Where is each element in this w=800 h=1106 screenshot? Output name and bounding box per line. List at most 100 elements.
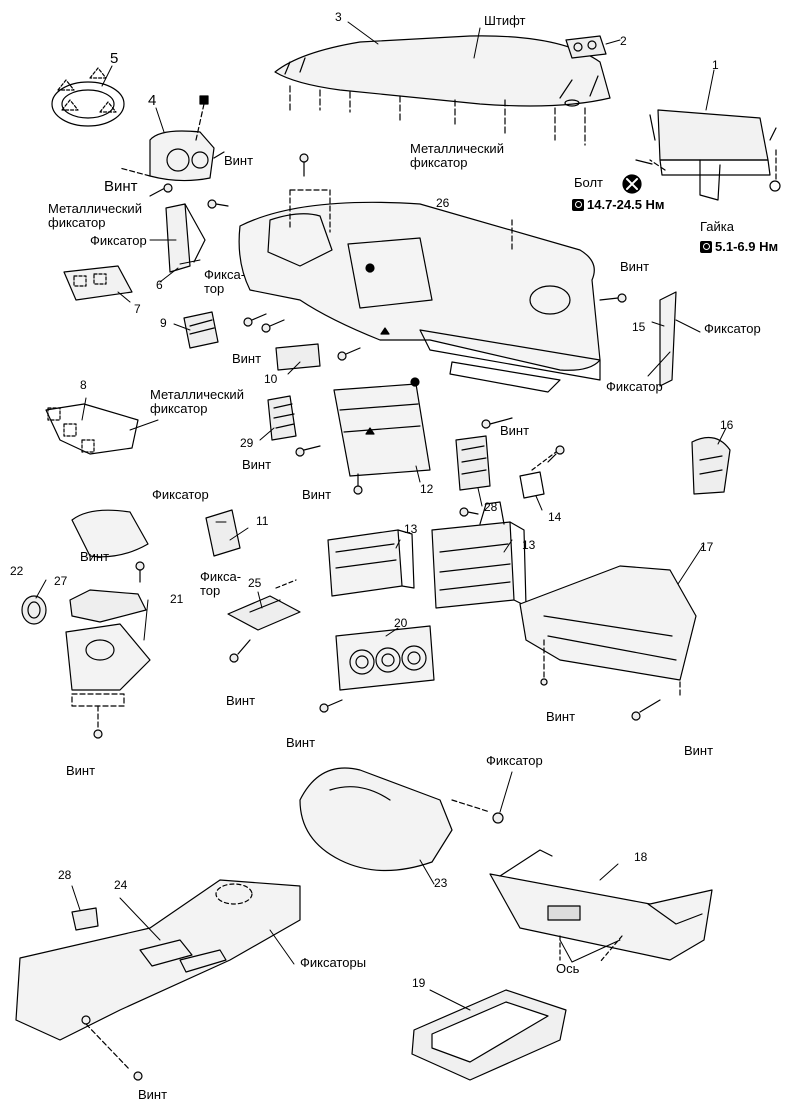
part-number-23: 23 xyxy=(434,876,448,890)
part-12-center-bezel xyxy=(333,377,431,477)
part-number-13-right: 13 xyxy=(522,538,536,552)
clip-label-15a: Фиксатор xyxy=(704,321,761,336)
part-4-instrument-cluster xyxy=(119,95,225,197)
part-number-19: 19 xyxy=(412,976,426,990)
part-26-instrument-panel xyxy=(238,189,601,393)
part-6-side-bracket xyxy=(165,203,206,273)
part-3-defroster-panel xyxy=(274,35,611,146)
clip-label-11: Фиксатор xyxy=(152,487,209,502)
clip-label-6: Фиксатор xyxy=(90,233,147,248)
part-number-18: 18 xyxy=(634,850,648,864)
part-13-audio-unit xyxy=(327,529,415,597)
screw-label-17b: Винт xyxy=(684,743,714,758)
clips-label-24: Фиксаторы xyxy=(300,955,367,970)
screw-label-25: Винт xyxy=(226,693,256,708)
part-number-2: 2 xyxy=(620,34,627,48)
part-number-25: 25 xyxy=(248,576,262,590)
part-20-climate-panel xyxy=(335,625,435,691)
nut-torque-value: 5.1-6.9 Нм xyxy=(715,239,779,254)
clip-label-15b: Фиксатор xyxy=(606,379,663,394)
bolt-torque-value: 14.7-24.5 Нм xyxy=(587,197,665,212)
part-number-28-lower: 28 xyxy=(58,868,72,882)
part-number-3: 3 xyxy=(335,10,342,24)
part-number-17: 17 xyxy=(700,540,714,554)
part-number-21: 21 xyxy=(170,592,184,606)
pin-label: Штифт xyxy=(484,13,526,28)
screw-label-24: Винт xyxy=(138,1087,168,1102)
part-number-5: 5 xyxy=(110,50,119,67)
screw-label-21b: Винт xyxy=(66,763,96,778)
part-15-side-panel xyxy=(659,291,677,387)
part-number-4: 4 xyxy=(148,92,157,109)
part-18-glovebox xyxy=(489,849,713,963)
screws xyxy=(93,153,661,1081)
part-number-12: 12 xyxy=(420,482,434,496)
screw-label-4b: Винт xyxy=(104,178,138,195)
part-1-airbag-module xyxy=(635,109,781,201)
part-23-lower-cover xyxy=(299,767,491,872)
screw-label-21: Винт xyxy=(80,549,110,564)
screw-label-26: Винт xyxy=(620,259,650,274)
torque-wrench-icon xyxy=(700,241,712,253)
torque-wrench-icon xyxy=(572,199,584,211)
screw-label-20: Винт xyxy=(286,735,316,750)
part-14-switch xyxy=(519,451,557,499)
part-number-15: 15 xyxy=(632,320,646,334)
part-number-29: 29 xyxy=(240,436,254,450)
part-number-24: 24 xyxy=(114,878,128,892)
part-number-20: 20 xyxy=(394,616,408,630)
part-number-26: 26 xyxy=(436,196,450,210)
part-number-8: 8 xyxy=(80,378,87,392)
part-8-bracket xyxy=(45,403,139,455)
part-number-6: 6 xyxy=(156,278,163,292)
clip-label-23: Фиксатор xyxy=(486,753,543,768)
screw-label-12b: Винт xyxy=(302,487,332,502)
part-number-1: 1 xyxy=(712,58,719,72)
axis-label-18: Ось xyxy=(556,961,580,976)
screw-label-17a: Винт xyxy=(546,709,576,724)
part-27-lower-cover xyxy=(69,589,147,623)
part-number-13-left: 13 xyxy=(404,522,418,536)
part-21-column-cover xyxy=(65,509,151,731)
metal-clip-label-top: Металлический фиксатор xyxy=(410,141,504,170)
part-7-switch-panel xyxy=(63,265,133,301)
bolt-label: Болт xyxy=(574,175,604,190)
part-number-10: 10 xyxy=(264,372,278,386)
part-28-vent xyxy=(455,435,491,491)
part-9-side-vent xyxy=(183,311,219,349)
part-number-9: 9 xyxy=(160,316,167,330)
bolt-torque: 14.7-24.5 Нм xyxy=(572,198,665,212)
part-22-ring xyxy=(21,595,47,625)
part-24-floor-console xyxy=(15,879,301,1071)
metal-clip-label-8: Металлический фиксатор xyxy=(150,387,244,416)
part-number-27: 27 xyxy=(54,574,68,588)
part-2-cover xyxy=(565,35,607,59)
part-5-trim-ring xyxy=(51,67,125,127)
part-number-16: 16 xyxy=(720,418,734,432)
part-13-cd-unit xyxy=(431,501,527,609)
bolt-x-icon xyxy=(622,174,642,194)
part-number-28-upper: 28 xyxy=(484,500,498,514)
screw-label-4: Винт xyxy=(224,153,254,168)
part-29-vent xyxy=(267,395,297,441)
screw-label-9: Винт xyxy=(232,351,262,366)
clip-label-6b: Фикса- тор xyxy=(204,267,246,296)
leader-lines xyxy=(35,21,727,1011)
part-number-14: 14 xyxy=(548,510,562,524)
part-28-small-clip xyxy=(71,907,99,931)
part-number-22: 22 xyxy=(10,564,24,578)
screw-label-12: Винт xyxy=(500,423,530,438)
part-25-trim xyxy=(227,579,301,631)
part-number-7: 7 xyxy=(134,302,141,316)
clip-label-11b: Фикса- тор xyxy=(200,569,242,598)
nut-torque: 5.1-6.9 Нм xyxy=(700,240,778,254)
part-11-cover xyxy=(205,509,241,557)
nut-label: Гайка xyxy=(700,219,735,234)
metal-clip-label-6: Металлический фиксатор xyxy=(48,201,142,230)
screw-label-29: Винт xyxy=(242,457,272,472)
part-17-glovebox-outer xyxy=(519,565,697,697)
part-number-11: 11 xyxy=(256,514,269,528)
part-10-small-cover xyxy=(275,343,321,371)
